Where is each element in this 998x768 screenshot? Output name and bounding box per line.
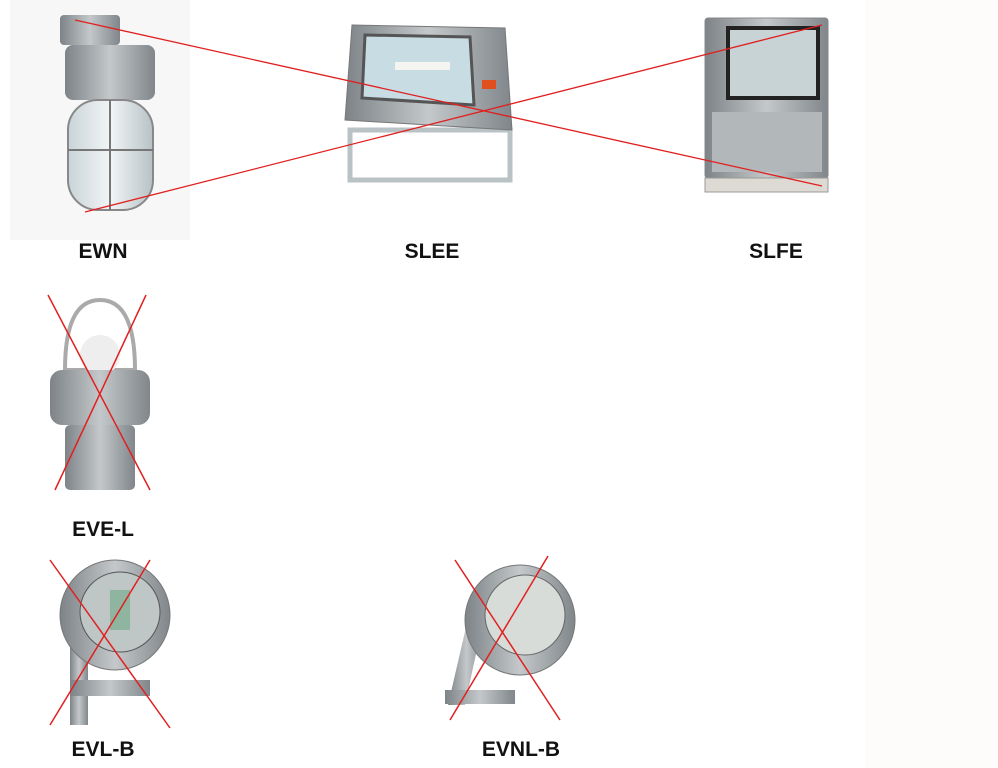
background-strip [865,0,998,768]
product-image-evnl-b [445,564,576,705]
product-image-eve-l [50,297,150,490]
connector-line [74,19,823,187]
product-label-ewn: EWN [78,240,128,263]
product-label-eve-l: EVE-L [72,518,134,541]
product-image-slfe [704,17,829,193]
product-image-evl-b [59,559,171,725]
cross-mark-eve-l [47,294,151,491]
product-label-evnl-b: EVNL-B [481,738,561,761]
product-label-evl-b: EVL-B [71,738,135,761]
connector-line [84,24,823,213]
cross-mark-evnl-b [449,555,561,721]
cross-mark-evl-b [49,559,171,729]
product-image-ewn [10,0,190,240]
product-label-slee: SLEE [404,240,460,263]
product-image-slee [344,24,513,183]
product-label-slfe: SLFE [749,240,803,263]
